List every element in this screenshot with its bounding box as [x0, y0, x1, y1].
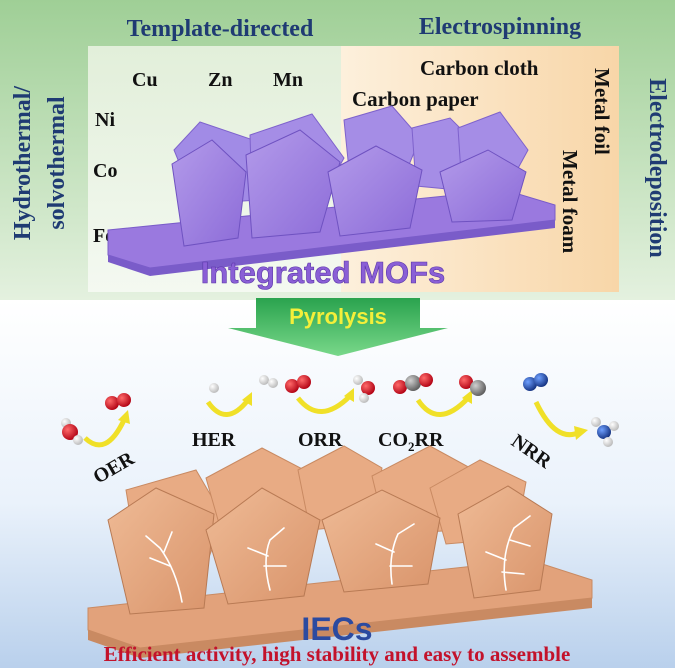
pyrolysis-arrow — [228, 298, 448, 356]
electrospinning-label: Electrospinning — [419, 14, 581, 40]
metal-cu: Cu — [132, 69, 158, 91]
hydrogen-atom — [268, 378, 278, 388]
mof-crystal — [327, 145, 423, 237]
co2rr-label: CO2RR — [378, 429, 444, 454]
oxygen-atom — [285, 379, 299, 393]
dendrite-branch — [375, 523, 415, 585]
oxygen-atom — [459, 375, 473, 389]
mof-substrate-edge — [108, 220, 555, 276]
iec-crystal-array — [87, 445, 593, 658]
iec-crystal — [205, 487, 321, 605]
orr-arrow — [296, 394, 352, 414]
oxygen-atom — [117, 393, 131, 407]
iec-substrate-edge — [88, 598, 592, 658]
hydrogen-atom — [209, 383, 219, 393]
mof-crystal — [171, 139, 247, 247]
orr-arrow-head — [344, 388, 354, 402]
dendrite-branch — [247, 527, 287, 591]
hydrogen-atom — [603, 437, 613, 447]
her-arrow-head — [242, 392, 252, 406]
tagline: Efficient activity, high stability and e… — [104, 642, 571, 666]
substrate-carbon-cloth: Carbon cloth — [420, 56, 539, 80]
hydrothermal-label: Hydrothermal/ — [10, 86, 36, 241]
carbon-atom — [405, 375, 421, 391]
template-directed-label: Template-directed — [127, 16, 314, 42]
oxygen-atom — [297, 375, 311, 389]
co2rr-arrow-head — [462, 390, 472, 404]
integrated-mofs-label: Integrated MOFs — [201, 255, 446, 290]
oxygen-atom — [419, 373, 433, 387]
iec-crystal — [457, 485, 553, 599]
hydrogen-atom — [609, 421, 619, 431]
substrate-metal-foil: Metal foil — [590, 68, 614, 155]
dendrite-patterns — [145, 515, 531, 603]
iec-crystal — [107, 487, 215, 615]
nitrogen-atom — [523, 377, 537, 391]
oer-reaction: OER — [61, 393, 139, 488]
oxygen-atom — [393, 380, 407, 394]
oer-arrow-head — [118, 410, 130, 424]
co2rr-reaction: CO2RR — [378, 373, 486, 454]
oer-arrow — [83, 418, 127, 448]
hydrogen-atom — [359, 393, 369, 403]
nitrogen-atom — [597, 425, 611, 439]
hydrogen-atom — [73, 435, 83, 445]
dendrite-branch — [145, 531, 183, 603]
metal-ni: Ni — [95, 109, 115, 131]
carbon-atom — [470, 380, 486, 396]
pyrolysis-label: Pyrolysis — [289, 304, 387, 329]
mof-crystal — [439, 149, 527, 223]
nrr-arrow-head — [574, 426, 588, 440]
hydrogen-atom — [591, 417, 601, 427]
oxygen-atom — [361, 381, 375, 395]
her-label: HER — [192, 429, 236, 451]
substrate-carbon-paper: Carbon paper — [352, 87, 479, 111]
hydrogen-atom — [353, 375, 363, 385]
substrate-metal-foam: Metal foam — [558, 150, 582, 254]
oxygen-atom — [105, 396, 119, 410]
orr-reaction: ORR — [285, 375, 375, 451]
nitrogen-atom — [534, 373, 548, 387]
metal-zn: Zn — [208, 69, 232, 91]
co2rr-arrow — [415, 396, 470, 417]
her-reaction: HER — [192, 375, 278, 451]
dendrite-branch — [485, 515, 531, 591]
oxygen-atom — [62, 424, 78, 440]
orr-label: ORR — [298, 429, 343, 451]
metal-co: Co — [93, 160, 117, 182]
electrodeposition-label: Electrodeposition — [644, 78, 670, 258]
reaction-row: OER HER ORR — [61, 373, 619, 488]
mof-crystal-array — [107, 105, 556, 276]
hydrogen-atom — [259, 375, 269, 385]
solvothermal-label: solvothermal — [44, 96, 70, 230]
iecs-label: IECs — [301, 611, 372, 647]
her-arrow — [205, 398, 250, 417]
mof-crystal — [245, 129, 341, 239]
metal-mn: Mn — [273, 69, 303, 91]
